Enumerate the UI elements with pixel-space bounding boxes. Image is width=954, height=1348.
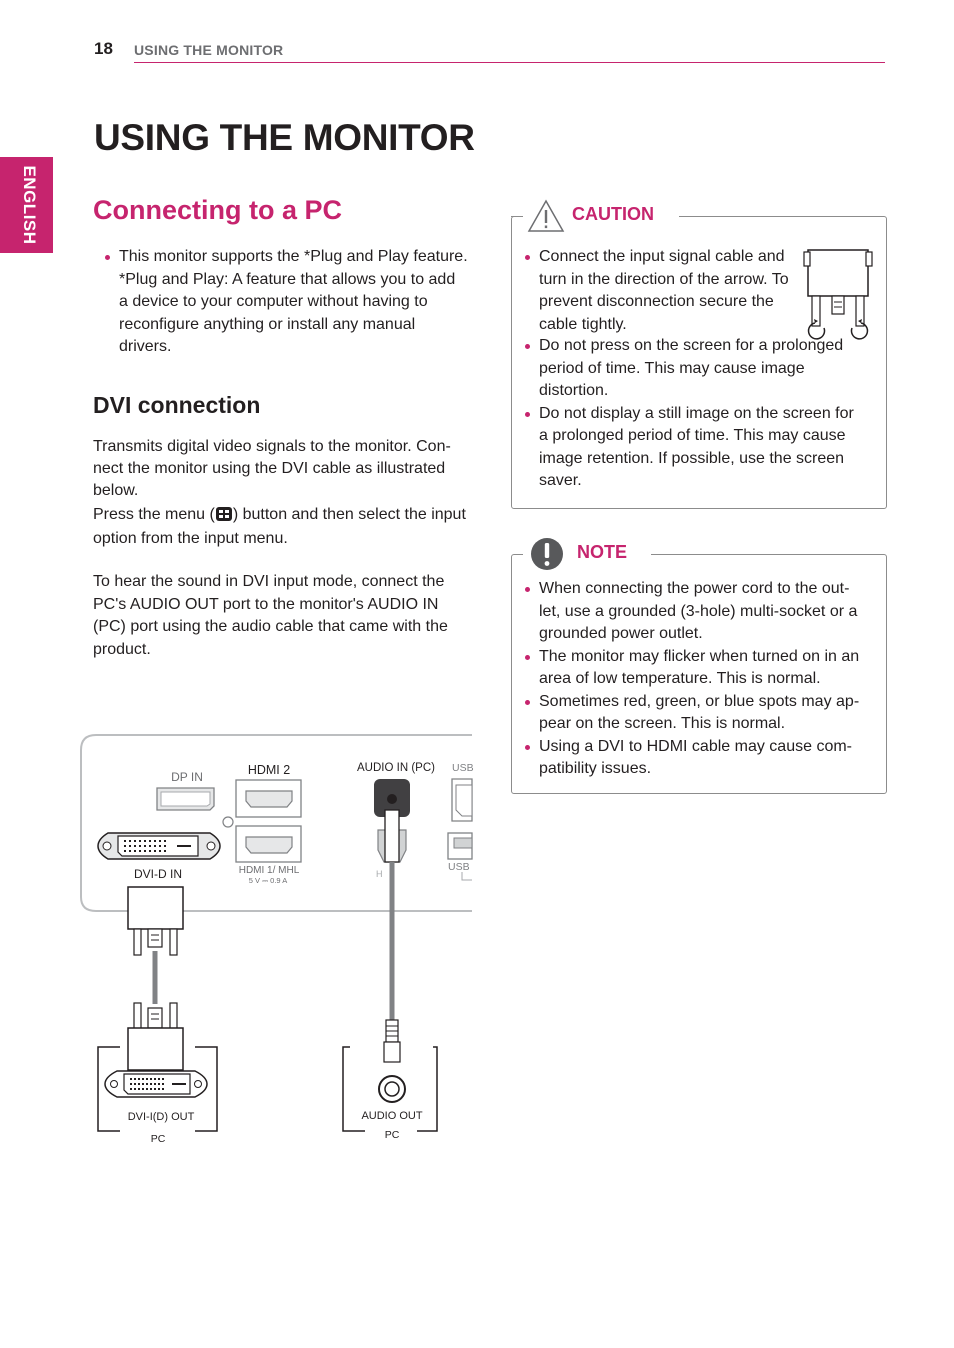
hdmi1-port (245, 836, 293, 854)
dvi-paragraph-3: To hear the sound in DVI input mode, con… (93, 573, 448, 658)
note-box (511, 554, 887, 794)
dvi-out-pins (130, 1078, 186, 1090)
hdmi1-label: HDMI 1/ MHL (239, 865, 300, 876)
pc-right-frame-right (417, 1046, 438, 1132)
section-title: Connecting to a PC (93, 195, 342, 225)
language-tab: ENGLISH (0, 157, 53, 253)
caution-list-top: Connect the input signal cable and turn … (513, 246, 798, 336)
list-item: This monitor supports the *Plug and Play… (93, 246, 468, 359)
note-list: When connecting the power cord to the ou… (513, 578, 873, 781)
dp-in-label: DP IN (171, 770, 203, 784)
usb-port-bottom-inner (453, 837, 473, 849)
caution-border-left-tick (511, 216, 523, 217)
list-item: Do not press on the screen for a prolong… (513, 335, 858, 403)
pc-left-frame-left (97, 1046, 120, 1132)
menu-icon (215, 505, 232, 521)
monitor-panel-outline (80, 734, 472, 912)
running-title: USING THE MONITOR (134, 42, 284, 58)
dvi-out-socket (123, 1073, 191, 1095)
dvi-in-socket (117, 835, 199, 857)
audio-out-jack-inner (384, 1081, 400, 1097)
pc-left-label: PC (151, 1133, 166, 1145)
plug-play-definition: *Plug and Play: A feature that allows yo… (119, 270, 456, 356)
hdmi1-power-label: 5 V ⎓ 0.9 A (249, 876, 288, 885)
dvi-plug-top-body (127, 886, 184, 930)
menu-text-before: Press the menu ( (93, 506, 215, 523)
language-label: ENGLISH (20, 165, 39, 245)
list-item: Using a DVI to HDMI cable may cause com-… (513, 736, 873, 781)
menu-text-after: ) button and then select the input optio… (93, 506, 466, 547)
audio-in-hole (387, 794, 397, 804)
dvi-out-label: DVI-I(D) OUT (128, 1111, 195, 1123)
plug-play-text: This monitor supports the *Plug and Play… (119, 248, 468, 265)
dvi-heading: DVI connection (93, 392, 261, 418)
dvi-paragraph-2: Press the menu () button and then select… (93, 503, 471, 551)
dp-port-inner (160, 791, 211, 807)
header-rule (134, 62, 885, 63)
dvi-in-pins (124, 840, 191, 852)
usb-port-top-inner (455, 784, 473, 817)
pc-right-frame-left (342, 1046, 365, 1132)
dvi-plug-top-screw-right (169, 928, 178, 956)
headphone-label: H (376, 869, 383, 879)
usb-bottom-label: USB (448, 861, 470, 873)
pc-left-frame-right (195, 1046, 218, 1132)
list-item: When connecting the power cord to the ou… (513, 578, 873, 646)
connection-diagram: DP IN HDMI 2 AUDIO IN (PC) USB DVI-D IN … (80, 734, 474, 1145)
pc-right-label: PC (385, 1129, 400, 1141)
dvi-plug-top-neck (147, 928, 163, 948)
audio-plug-top (384, 809, 400, 863)
screw-hole (222, 816, 234, 828)
caution-title: CAUTION (566, 204, 660, 225)
dvi-out-screw-left (110, 1080, 118, 1088)
dvi-plug-top-screw-left (133, 928, 142, 956)
page-number: 18 (94, 39, 113, 58)
list-item: The monitor may flicker when turned on i… (513, 646, 873, 691)
dvi-in-screw-right (206, 841, 216, 851)
dvi-d-in-label: DVI-D IN (134, 867, 182, 881)
audio-plug-bottom-body (383, 1041, 401, 1063)
note-title: NOTE (571, 542, 634, 563)
dvi-out-screw-right (194, 1080, 202, 1088)
usb-bracket (461, 872, 472, 881)
dvi-plug-bottom-neck (147, 1007, 163, 1029)
usb-top-label: USB (452, 762, 474, 774)
caution-header: CAUTION (519, 199, 679, 233)
dvi-plug-bottom-body (127, 1027, 184, 1071)
dvi-paragraph-1: Transmits digital video signals to the m… (93, 438, 451, 499)
note-header: NOTE (523, 536, 651, 572)
audio-out-label: AUDIO OUT (361, 1110, 422, 1122)
list-item: Sometimes red, green, or blue spots may … (513, 691, 873, 736)
dvi-plug-bottom-screw-right (169, 1002, 178, 1030)
page-title: USING THE MONITOR (94, 117, 475, 158)
exclamation-icon (531, 538, 563, 570)
caution-border-gap (675, 216, 679, 217)
list-item: Connect the input signal cable and turn … (513, 246, 798, 336)
hdmi2-port (245, 790, 293, 808)
warning-icon (527, 199, 565, 232)
dvi-plug-bottom-screw-left (133, 1002, 142, 1030)
list-item: Do not display a still image on the scre… (513, 403, 858, 493)
dvi-connector-icon (803, 249, 873, 340)
section-intro: This monitor supports the *Plug and Play… (93, 246, 468, 359)
caution-list-bottom: Do not press on the screen for a prolong… (513, 335, 858, 493)
audio-in-label: AUDIO IN (PC) (357, 762, 435, 774)
hdmi2-label: HDMI 2 (248, 763, 290, 777)
dvi-in-screw-left (102, 841, 112, 851)
